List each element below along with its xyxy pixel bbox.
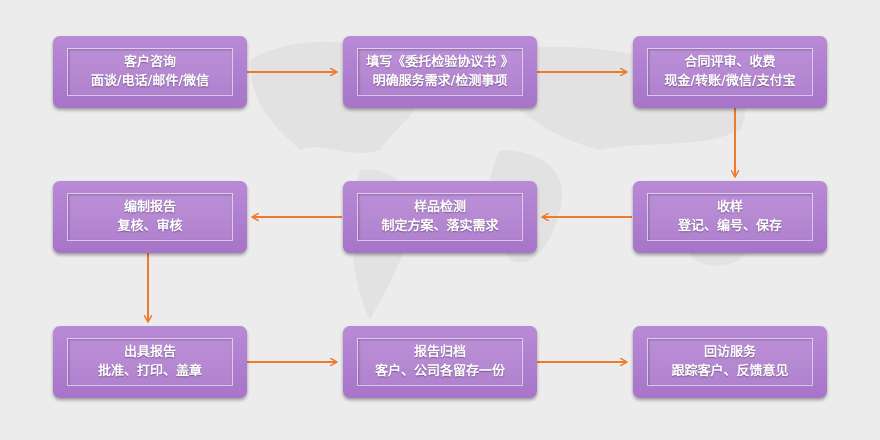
step-issue-title: 出具报告 (123, 345, 176, 360)
step-review-title: 合同评审、收费 (684, 55, 776, 70)
step-agreement-inner: 填写《委托检验协议书 》 明确服务需求/检测事项 (357, 48, 523, 96)
step-followup-title: 回访服务 (703, 345, 756, 360)
step-review-detail: 现金/转账/微信/支付宝 (664, 74, 796, 89)
step-issue: 出具报告 批准、打印、盖章 (53, 326, 247, 398)
step-followup-detail: 跟踪客户、反馈意见 (671, 364, 789, 379)
step-receive-inner: 收样 登记、编号、保存 (647, 193, 813, 241)
step-report: 编制报告 复核、审核 (53, 181, 247, 253)
step-archive-title: 报告归档 (413, 345, 466, 360)
step-issue-inner: 出具报告 批准、打印、盖章 (67, 338, 233, 386)
step-consult-title: 客户咨询 (123, 55, 176, 70)
step-report-detail: 复核、审核 (117, 219, 183, 234)
step-report-inner: 编制报告 复核、审核 (67, 193, 233, 241)
step-receive: 收样 登记、编号、保存 (633, 181, 827, 253)
step-review-inner: 合同评审、收费 现金/转账/微信/支付宝 (647, 48, 813, 96)
step-review: 合同评审、收费 现金/转账/微信/支付宝 (633, 36, 827, 108)
step-agreement: 填写《委托检验协议书 》 明确服务需求/检测事项 (343, 36, 537, 108)
step-archive-inner: 报告归档 客户、公司各留存一份 (357, 338, 523, 386)
step-receive-detail: 登记、编号、保存 (677, 219, 782, 234)
step-followup-inner: 回访服务 跟踪客户、反馈意见 (647, 338, 813, 386)
step-agreement-detail: 明确服务需求/检测事项 (372, 74, 508, 89)
step-issue-detail: 批准、打印、盖章 (97, 364, 202, 379)
step-report-title: 编制报告 (123, 200, 176, 215)
step-consult-detail: 面谈/电话/邮件/微信 (90, 74, 210, 89)
step-archive-detail: 客户、公司各留存一份 (374, 364, 505, 379)
step-receive-title: 收样 (716, 200, 743, 215)
step-testing: 样品检测 制定方案、落实需求 (343, 181, 537, 253)
step-agreement-title: 填写《委托检验协议书 》 (366, 55, 514, 70)
step-consult-inner: 客户咨询 面谈/电话/邮件/微信 (67, 48, 233, 96)
step-testing-inner: 样品检测 制定方案、落实需求 (357, 193, 523, 241)
step-archive: 报告归档 客户、公司各留存一份 (343, 326, 537, 398)
step-consult: 客户咨询 面谈/电话/邮件/微信 (53, 36, 247, 108)
step-testing-detail: 制定方案、落实需求 (381, 219, 499, 234)
step-testing-title: 样品检测 (413, 200, 466, 215)
step-followup: 回访服务 跟踪客户、反馈意见 (633, 326, 827, 398)
